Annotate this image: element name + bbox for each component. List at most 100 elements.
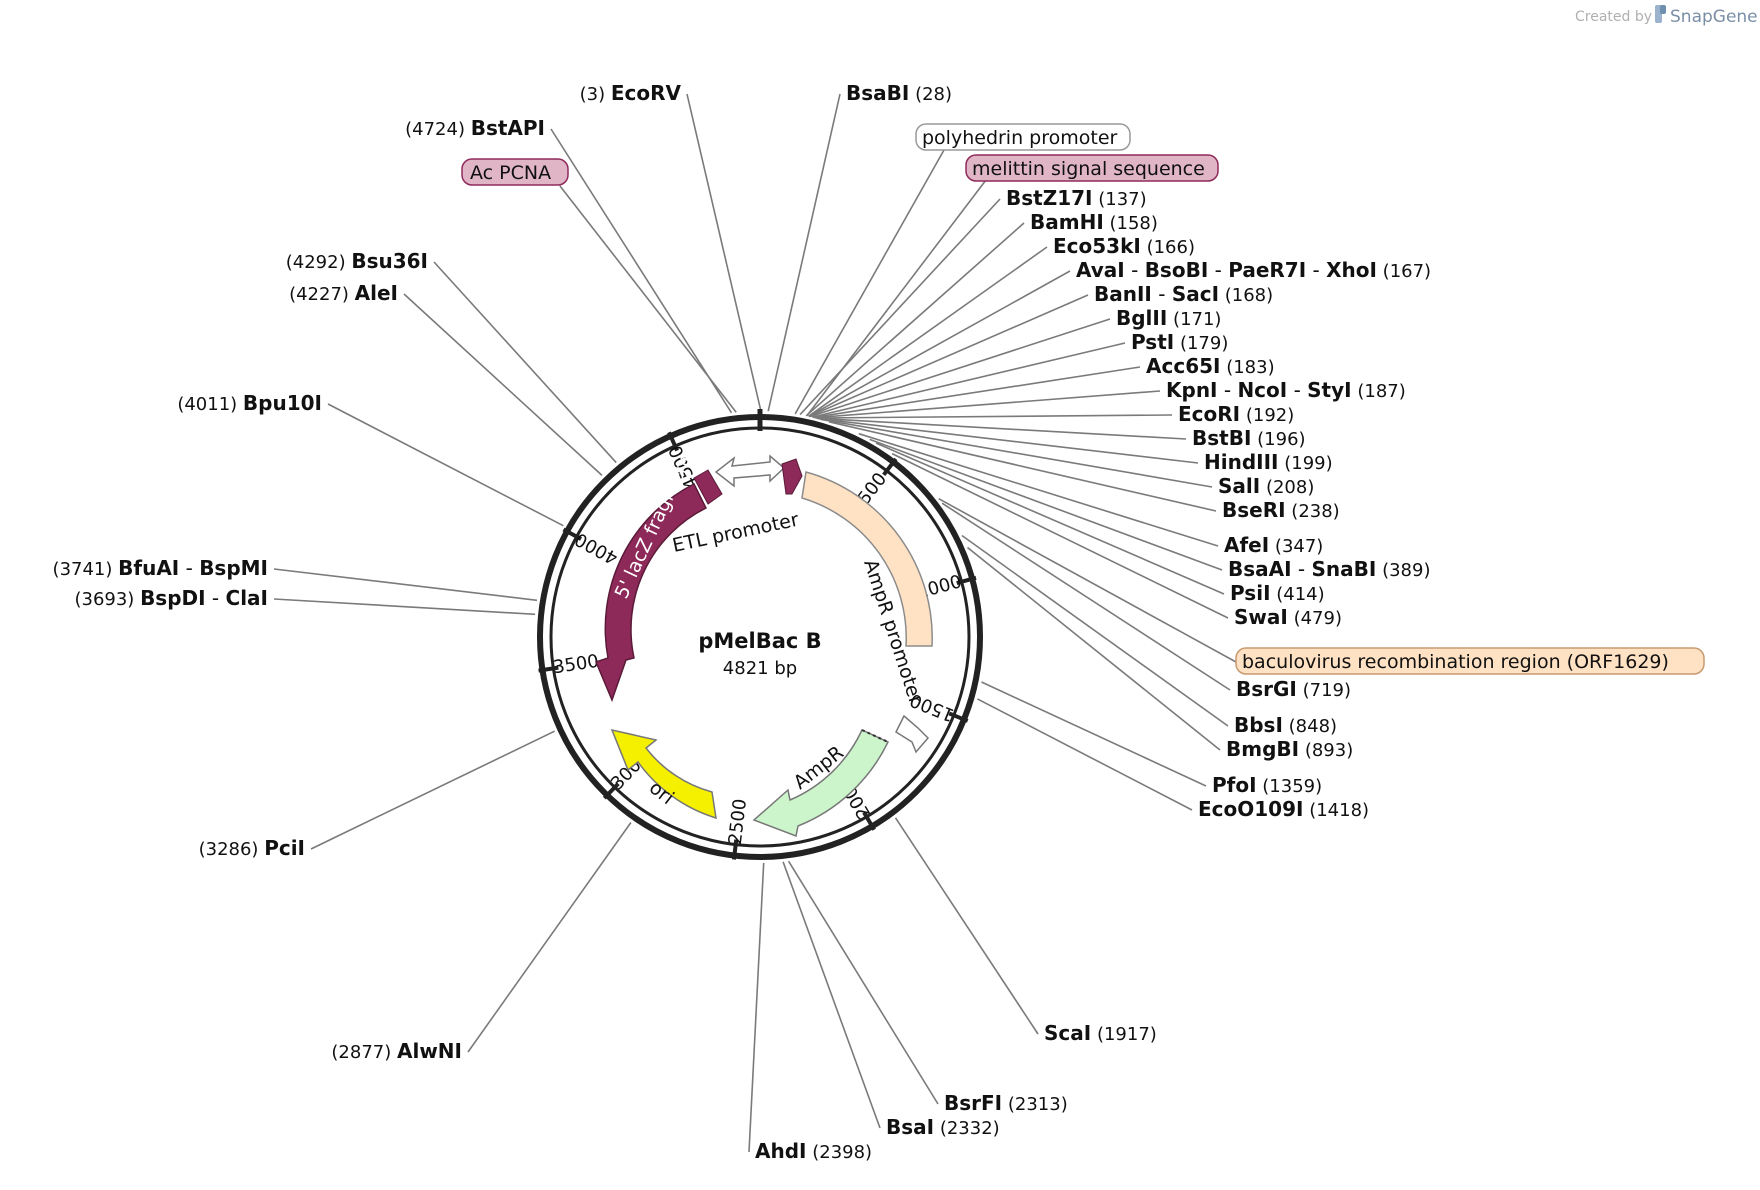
enzyme-name: AlwNI bbox=[397, 1039, 462, 1063]
enzyme-name: Bpu10I bbox=[243, 391, 322, 415]
feature-ampr-promoter-arrow bbox=[895, 714, 930, 754]
leader-line bbox=[966, 546, 1221, 751]
feature-label-lacz: 5' lacZ fragment bbox=[611, 450, 698, 602]
site-position: (196) bbox=[1257, 429, 1305, 450]
site-label: (3741) BfuAI - BspMI bbox=[53, 556, 268, 580]
site-label: (4227) AleI bbox=[289, 281, 398, 305]
site-position: (479) bbox=[1294, 608, 1342, 629]
enzyme-name: BstBI bbox=[1192, 426, 1251, 450]
feature-ori-arrow bbox=[610, 728, 717, 820]
site-position: (893) bbox=[1305, 740, 1353, 761]
site-label: PsiI (414) bbox=[1230, 581, 1325, 605]
enzyme-name: NcoI bbox=[1237, 378, 1287, 402]
callout-polyhedrin-promoter: polyhedrin promoter bbox=[915, 123, 1131, 151]
leader-line bbox=[327, 403, 564, 527]
enzyme-name: BanII bbox=[1094, 282, 1152, 306]
enzyme-name: SnaBI bbox=[1312, 557, 1377, 581]
leader-line bbox=[894, 817, 1039, 1035]
leader-line bbox=[433, 261, 617, 464]
enzyme-name: BspDI bbox=[140, 586, 206, 610]
site-position: (414) bbox=[1276, 584, 1324, 605]
site-label: BglII (171) bbox=[1116, 306, 1221, 330]
svg-text:Ac PCNA: Ac PCNA bbox=[470, 162, 551, 184]
enzyme-name: AfeI bbox=[1224, 533, 1269, 557]
leader-line bbox=[820, 418, 1213, 488]
enzyme-name: BamHI bbox=[1030, 210, 1104, 234]
enzyme-name: PciI bbox=[264, 836, 305, 860]
leader-line bbox=[787, 860, 939, 1105]
leader-line bbox=[981, 681, 1207, 787]
site-position: (199) bbox=[1284, 453, 1332, 474]
site-position: (4292) bbox=[286, 252, 346, 273]
site-position: (183) bbox=[1226, 357, 1274, 378]
leader-line bbox=[273, 568, 538, 602]
leader-line bbox=[815, 414, 1173, 419]
leader-line bbox=[808, 294, 1089, 418]
enzyme-name: BmgBI bbox=[1226, 737, 1299, 761]
callout-leader-line bbox=[794, 149, 945, 415]
callout-leader-line bbox=[806, 179, 987, 417]
site-label: SalI (208) bbox=[1218, 474, 1314, 498]
enzyme-name: HindIII bbox=[1204, 450, 1278, 474]
enzyme-name: EcoO109I bbox=[1198, 797, 1303, 821]
site-label: BsaI (2332) bbox=[886, 1115, 1000, 1139]
tick-label: 2500 bbox=[725, 798, 751, 846]
enzyme-name: Eco53kI bbox=[1053, 234, 1141, 258]
enzyme-name: BsrGI bbox=[1236, 677, 1297, 701]
svg-text:melittin signal sequence: melittin signal sequence bbox=[972, 158, 1205, 180]
tick-mark bbox=[882, 457, 898, 477]
site-label: BstBI (196) bbox=[1192, 426, 1306, 450]
enzyme-name: Bsu36I bbox=[351, 249, 428, 273]
site-position: (4227) bbox=[289, 284, 349, 305]
leader-line bbox=[782, 861, 881, 1129]
callout-leader-line bbox=[938, 497, 1237, 663]
leader-line bbox=[817, 417, 1187, 440]
site-position: (28) bbox=[915, 84, 952, 105]
site-position: (158) bbox=[1110, 213, 1158, 234]
leader-line bbox=[813, 366, 1141, 419]
enzyme-name: BsaI bbox=[886, 1115, 934, 1139]
tick-mark bbox=[562, 527, 583, 541]
site-label: BsrGI (719) bbox=[1236, 677, 1351, 701]
site-label: EcoRI (192) bbox=[1178, 402, 1294, 426]
site-label: BamHI (158) bbox=[1030, 210, 1158, 234]
enzyme-name: BsaBI bbox=[846, 81, 909, 105]
leader-line bbox=[814, 390, 1161, 419]
enzyme-name: BbsI bbox=[1234, 713, 1283, 737]
site-label: BstZ17I (137) bbox=[1006, 186, 1147, 210]
leader-line bbox=[403, 293, 603, 476]
feature-etl-promoter-arrow bbox=[714, 454, 786, 488]
tick-mark bbox=[667, 431, 679, 452]
enzyme-name: SalI bbox=[1218, 474, 1260, 498]
leader-line bbox=[748, 862, 765, 1153]
site-label: (3) EcoRV bbox=[580, 81, 682, 105]
enzyme-name: BstAPI bbox=[471, 116, 545, 140]
leader-line bbox=[869, 438, 1223, 571]
snapgene-logo-icon bbox=[1655, 5, 1666, 23]
feature-lacz-fragment-arrow bbox=[594, 482, 708, 703]
site-position: (2398) bbox=[812, 1142, 872, 1163]
site-label: (3693) BspDI - ClaI bbox=[74, 586, 268, 610]
site-position: (1418) bbox=[1309, 800, 1369, 821]
site-position: (187) bbox=[1357, 381, 1405, 402]
leader-line bbox=[310, 730, 555, 850]
site-label: AfeI (347) bbox=[1224, 533, 1323, 557]
leader-line bbox=[941, 502, 1231, 691]
enzyme-name: BsrFI bbox=[944, 1091, 1002, 1115]
tick-mark bbox=[731, 839, 739, 860]
site-position: (1359) bbox=[1262, 776, 1322, 797]
leader-line bbox=[858, 432, 1219, 547]
site-label: BbsI (848) bbox=[1234, 713, 1337, 737]
enzyme-name: BspMI bbox=[199, 556, 268, 580]
site-position: (2332) bbox=[940, 1118, 1000, 1139]
site-label: EcoO109I (1418) bbox=[1198, 797, 1369, 821]
site-label: (2877) AlwNI bbox=[331, 1039, 462, 1063]
site-position: (3693) bbox=[74, 589, 134, 610]
leader-line bbox=[799, 198, 1001, 416]
svg-text:baculovirus recombination regi: baculovirus recombination region (ORF162… bbox=[1242, 651, 1669, 673]
site-position: (192) bbox=[1246, 405, 1294, 426]
callout-leader-line bbox=[559, 185, 737, 413]
site-position: (168) bbox=[1225, 285, 1273, 306]
enzyme-name: PsiI bbox=[1230, 581, 1271, 605]
enzyme-name: BsoBI bbox=[1145, 258, 1209, 282]
